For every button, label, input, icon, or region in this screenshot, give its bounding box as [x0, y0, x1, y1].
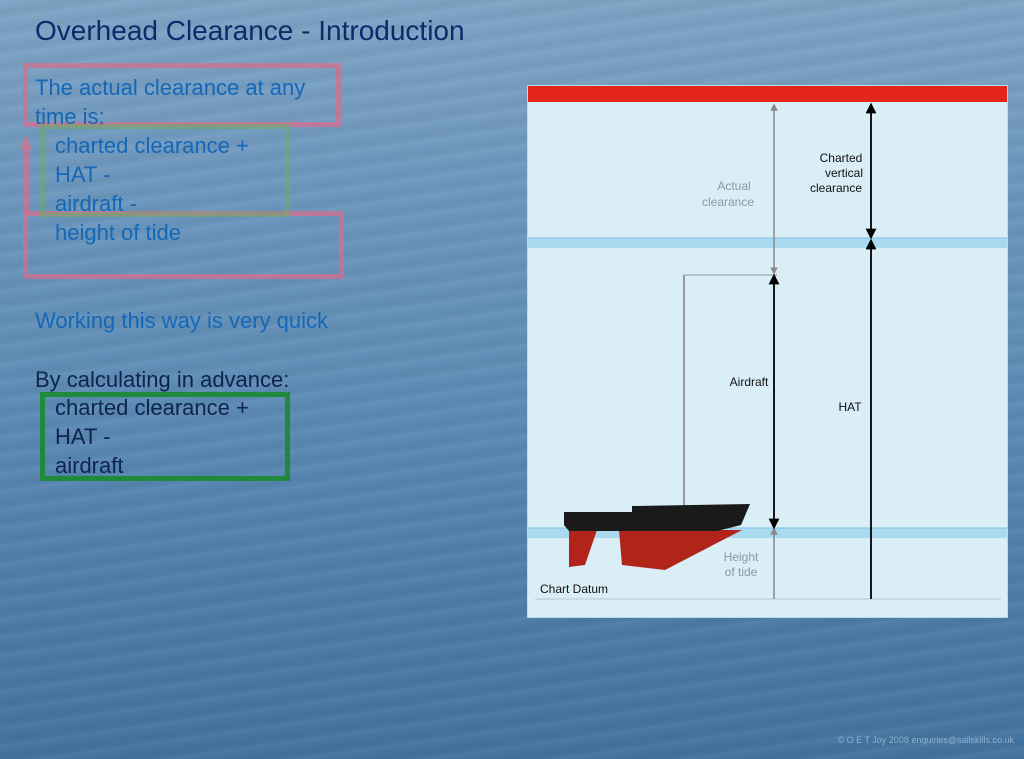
label-airdraft: Airdraft: [730, 375, 769, 389]
boat-hull: [564, 504, 750, 531]
intro-item-charted: charted clearance +: [55, 133, 249, 158]
label-actual-clearance-2: clearance: [702, 195, 754, 209]
clearance-diagram: Actual clearance Charted vertical cleara…: [527, 85, 1008, 618]
label-charted-3: clearance: [810, 181, 862, 195]
copyright-footer: © O E T Joy 2008 enquiries@sailskills.co…: [837, 735, 1014, 745]
label-charted-1: Charted: [820, 151, 863, 165]
quick-note: Working this way is very quick: [35, 308, 329, 333]
highlight-box-green: [40, 392, 290, 481]
advance-item-airdraft: airdraft: [55, 453, 124, 478]
diagram-panel: [527, 85, 1008, 618]
label-actual-clearance-1: Actual: [717, 179, 750, 193]
advance-item-hat: HAT -: [55, 424, 111, 449]
label-charted-2: vertical: [825, 166, 863, 180]
label-hat: HAT: [838, 400, 862, 414]
advance-heading: By calculating in advance:: [35, 367, 290, 392]
label-height-of-tide-1: Height: [724, 550, 759, 564]
boat-rudder: [619, 530, 742, 570]
highlight-box-green-faded: [40, 124, 290, 217]
label-height-of-tide-2: of tide: [725, 565, 758, 579]
hat-level-band: [528, 238, 1007, 248]
intro-line-2: time is:: [35, 104, 105, 129]
connector-bar-pink: [23, 148, 29, 214]
tide-level-band: [528, 528, 1007, 538]
intro-item-airdraft: airdraft -: [55, 191, 137, 216]
intro-item-hat: HAT -: [55, 162, 111, 187]
connector-arrow-head: [20, 135, 32, 149]
boat-keel: [569, 530, 597, 567]
intro-line-1: The actual clearance at any: [35, 75, 306, 100]
advance-item-charted: charted clearance +: [55, 395, 249, 420]
page-title: Overhead Clearance - Introduction: [35, 15, 465, 46]
intro-item-height-of-tide: height of tide: [55, 220, 181, 245]
label-chart-datum: Chart Datum: [540, 582, 608, 596]
bridge-underside: [528, 86, 1007, 102]
